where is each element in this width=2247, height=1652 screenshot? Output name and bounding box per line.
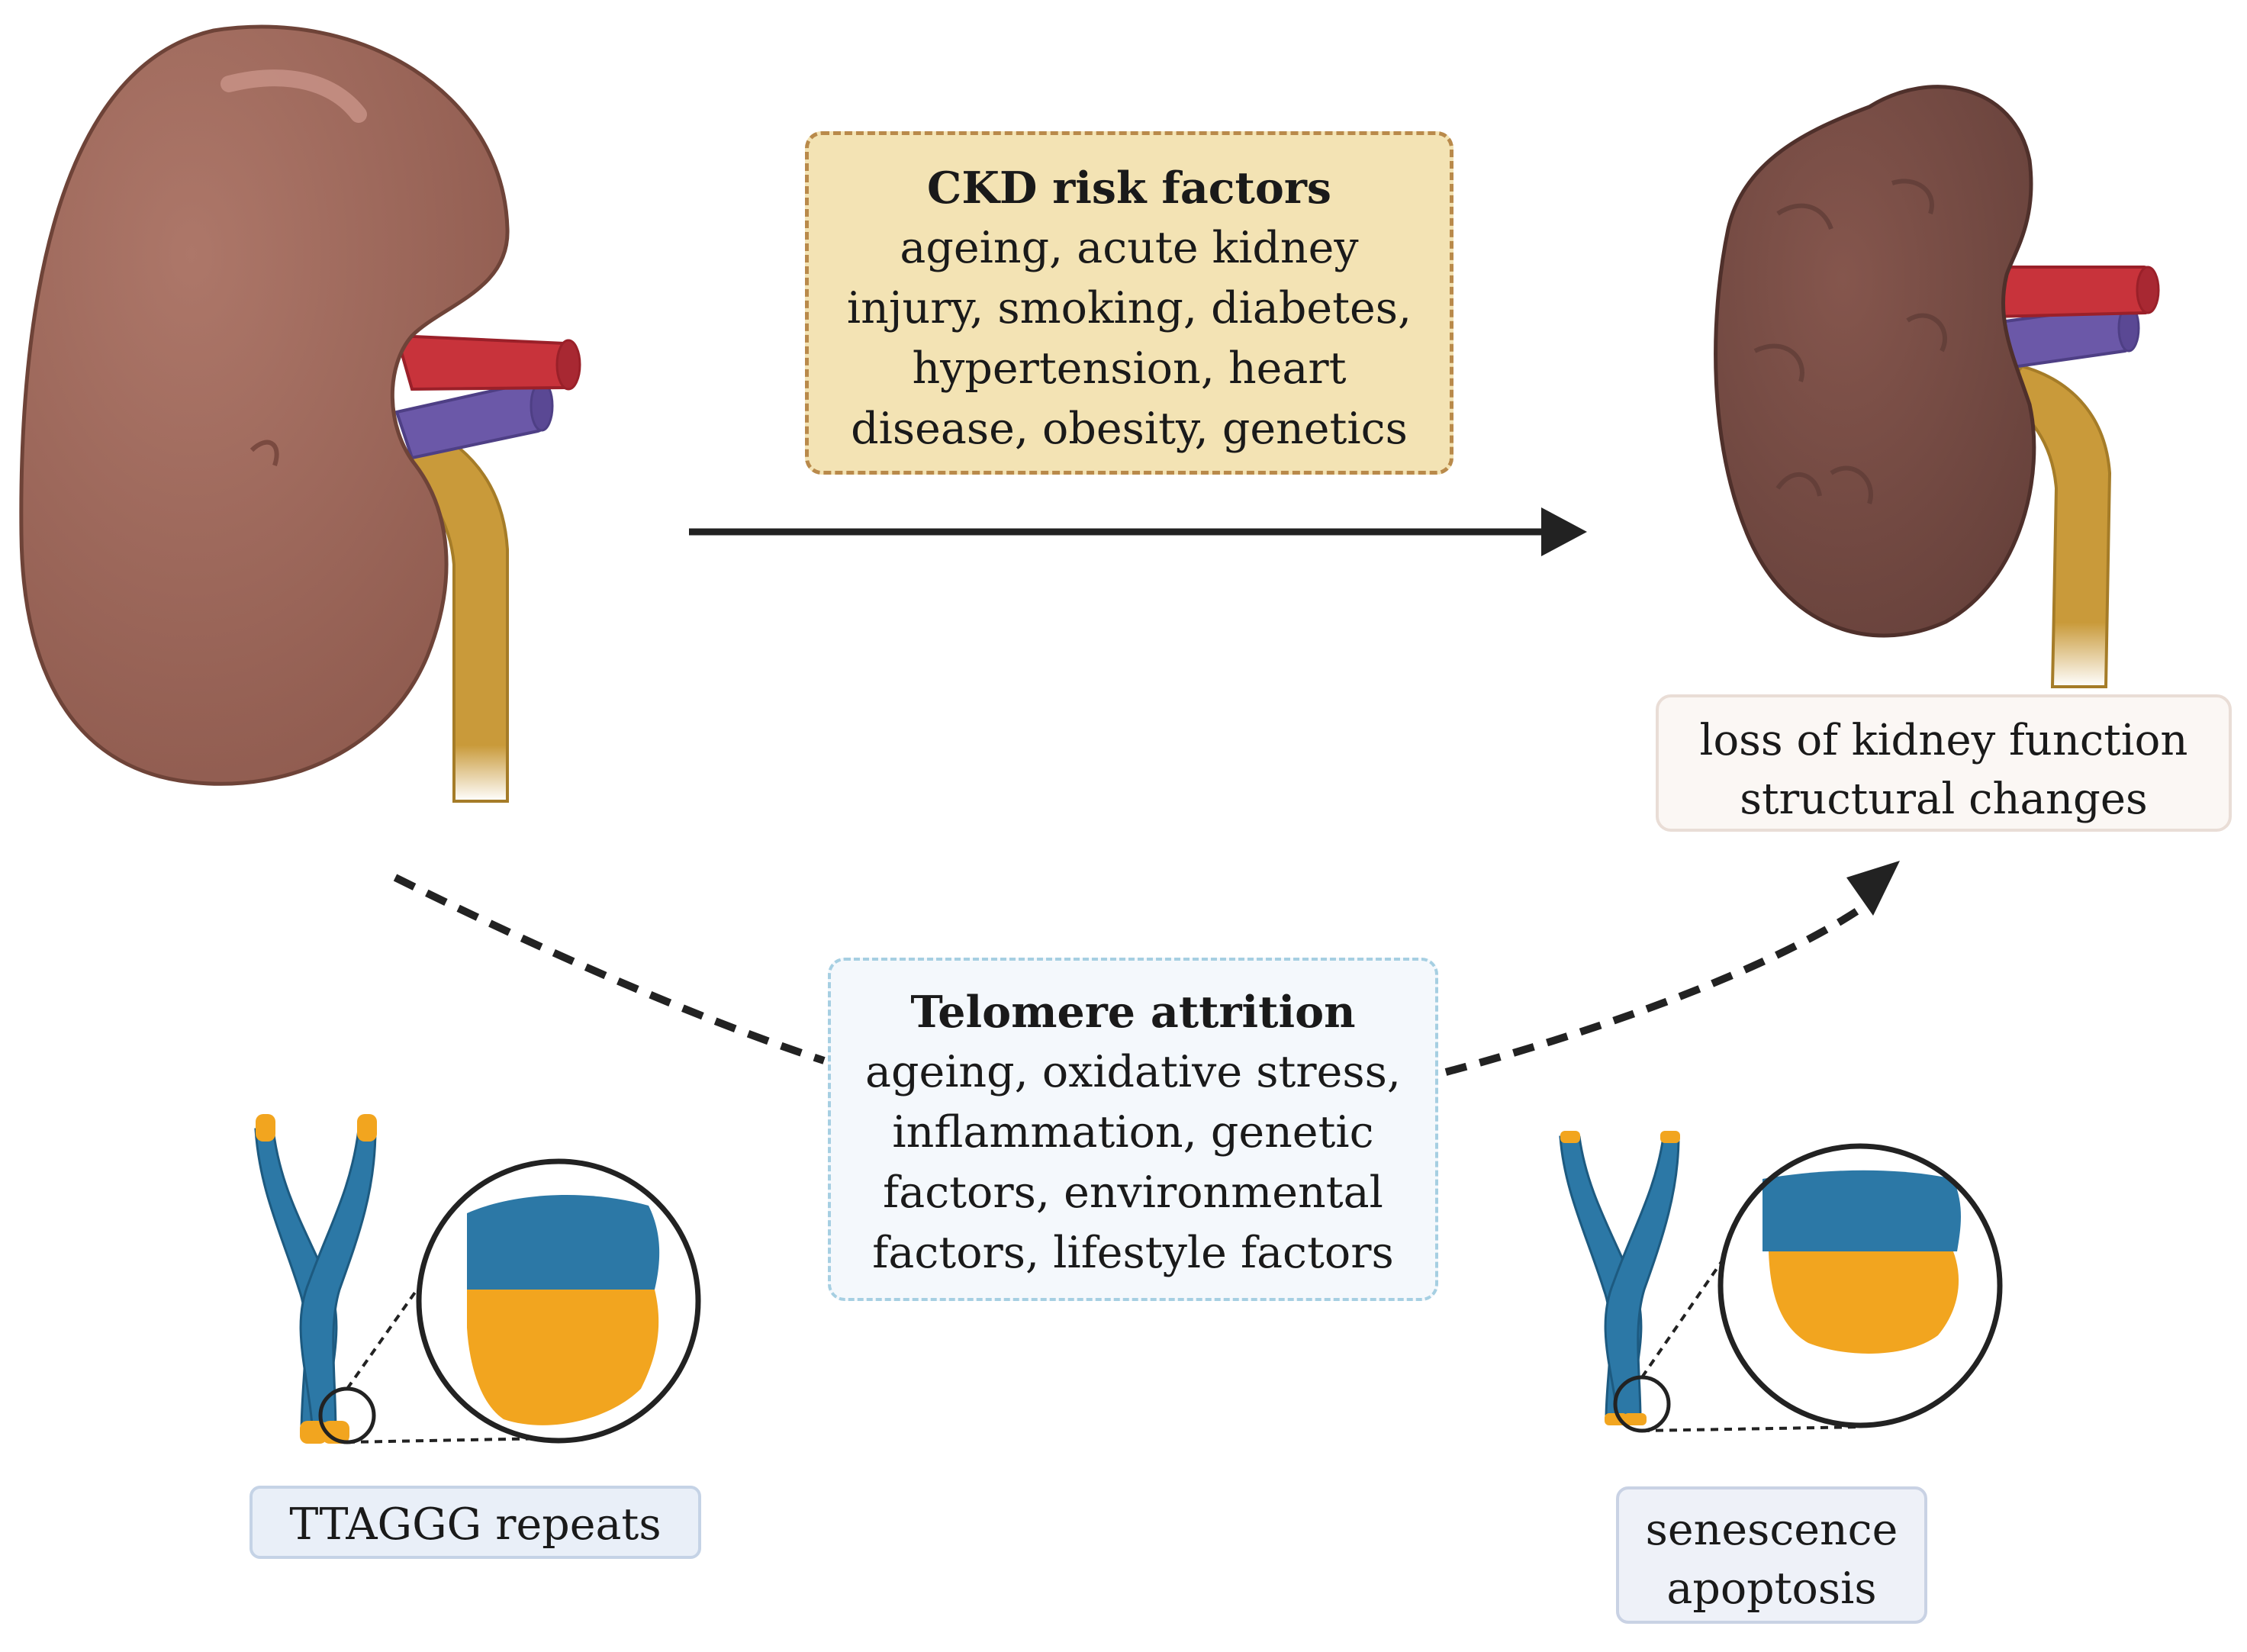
telomere-zoom-short [1717,1143,2003,1428]
vein-left [394,379,549,460]
senescence-apoptosis-box: senescence apoptosis [1616,1486,1927,1624]
telomere-attrition-box: Telomere attrition ageing, oxidative str… [828,958,1438,1301]
telomere-line-3: factors, environmental [883,1167,1383,1218]
damaged-kidney-shape [1714,85,2036,638]
healthy-kidney-shape [19,24,510,786]
outcome-line-1: loss of kidney function [1699,716,2188,765]
risk-factors-line-3: hypertension, heart [912,343,1347,394]
outcome-box: loss of kidney function structural chang… [1656,694,2232,832]
telomere-zoom-long [416,1158,701,1444]
fate-line-1: senescence [1645,1505,1898,1555]
healthy-kidney-illustration [19,24,581,803]
artery-right [1981,266,2158,319]
telomere-line-4: factors, lifestyle factors [872,1228,1394,1278]
fate-line-2: apoptosis [1666,1563,1877,1614]
artery-left [394,333,577,391]
telomere-pathway-arrow [393,861,1900,1076]
arrowhead-dashed [1846,861,1900,916]
risk-factors-line-1: ageing, acute kidney [900,223,1359,273]
telomere-attrition-title: Telomere attrition [910,987,1356,1038]
ttaggg-repeats-text: TTAGGG repeats [289,1499,662,1550]
telomere-line-2: inflammation, genetic [892,1107,1374,1158]
chromosome-short-telomere [1559,1131,2003,1433]
progression-arrow [689,507,1587,556]
outcome-line-2: structural changes [1740,774,2148,824]
risk-factors-line-2: injury, smoking, diabetes, [846,283,1412,333]
damaged-kidney-illustration [1714,85,2160,688]
telomere-line-1: ageing, oxidative stress, [865,1047,1401,1097]
risk-factors-line-4: disease, obesity, genetics [851,404,1408,454]
ckd-risk-factors-box: CKD risk factors ageing, acute kidney in… [805,131,1453,475]
ttaggg-repeats-label: TTAGGG repeats [249,1486,701,1559]
chromosome-long-telomere [254,1114,701,1444]
ckd-risk-factors-title: CKD risk factors [927,163,1331,214]
